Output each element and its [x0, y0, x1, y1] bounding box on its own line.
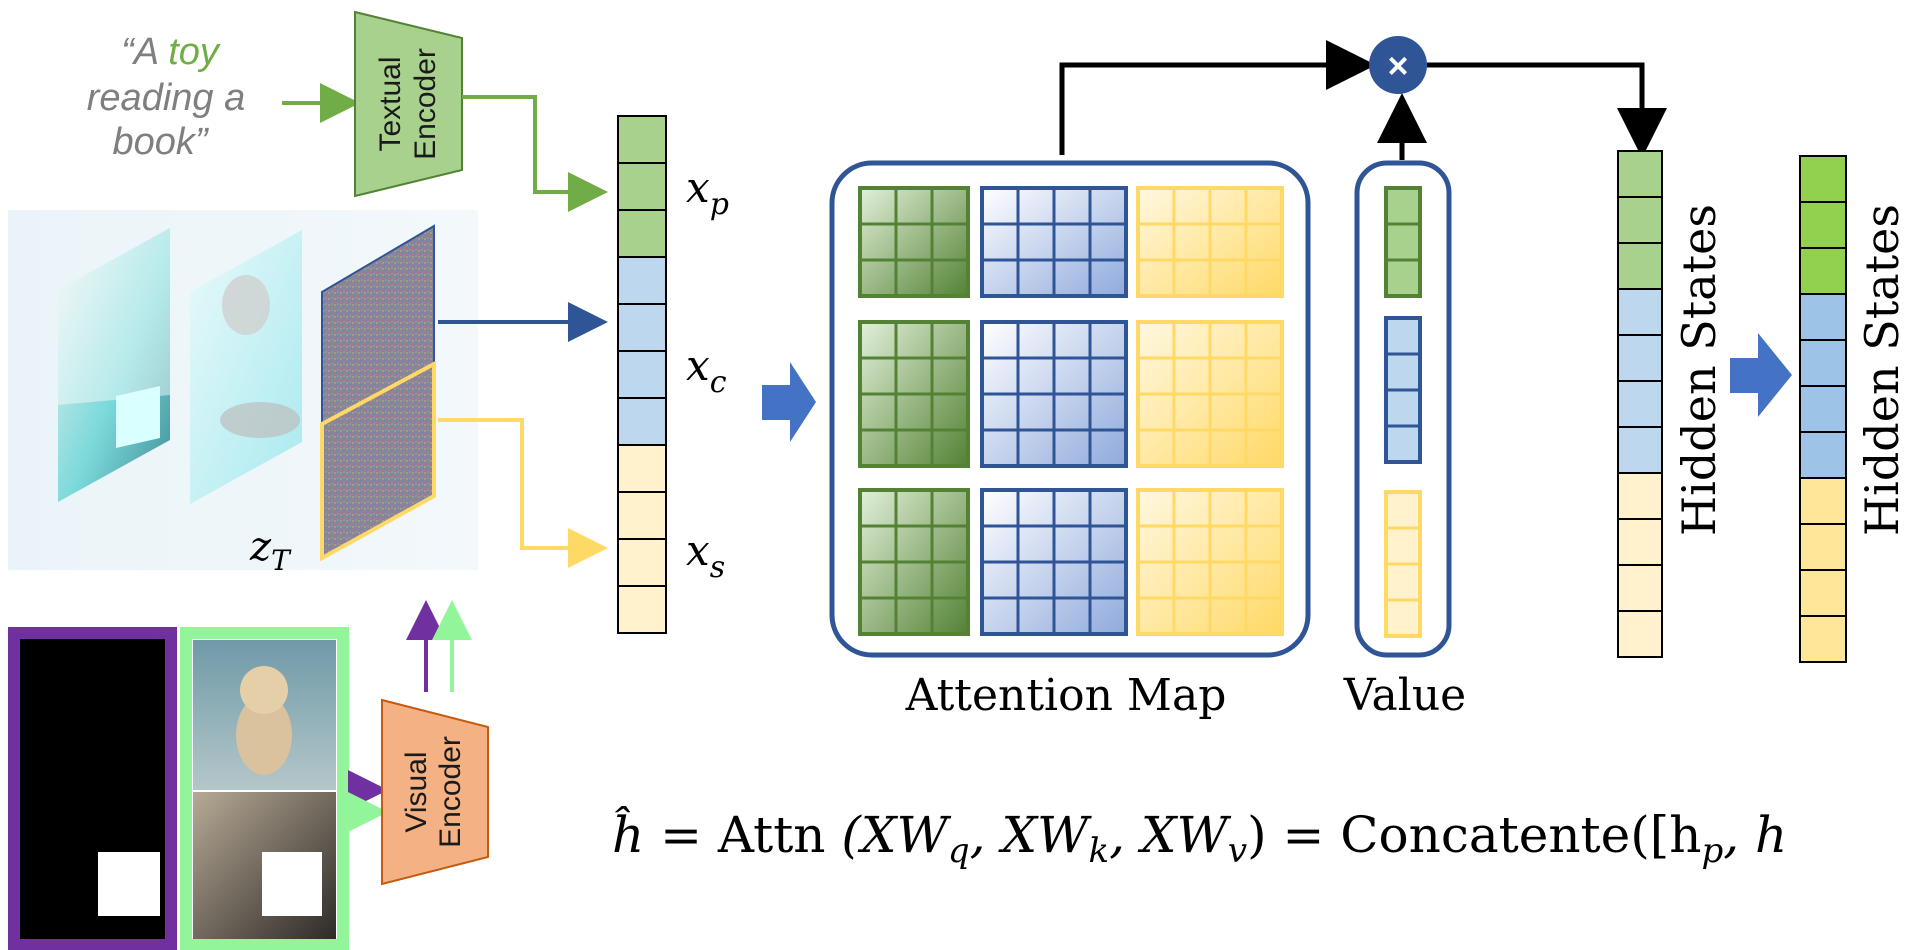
multiply-to-hidden-arrow	[1427, 62, 1667, 158]
token-stack	[617, 115, 667, 634]
hidden-state-out-cell	[1799, 201, 1847, 249]
eq-q: q	[948, 831, 970, 871]
prompt-highlight-word: toy	[168, 31, 221, 73]
svg-text:xp: xp	[686, 163, 729, 222]
hidden-state-out-cell	[1799, 615, 1847, 663]
hidden-state-out-cell	[1799, 247, 1847, 295]
attention-map-label: Attention Map	[905, 670, 1227, 721]
eq-p: p	[1701, 831, 1723, 871]
value-label: Value	[1343, 670, 1466, 721]
textual-encoder-label-2: Encoder	[409, 48, 442, 160]
eq-lhs: ĥ	[612, 805, 644, 864]
token-labels: xp xc xs	[686, 163, 729, 585]
svg-text:xs: xs	[686, 526, 725, 585]
token-cell	[617, 162, 667, 211]
hidden-state-cell	[1617, 518, 1663, 566]
hidden-state-cell	[1617, 150, 1663, 198]
hidden-state-out-cell	[1799, 155, 1847, 203]
token-cell	[617, 491, 667, 540]
eq-eq2: =	[1267, 806, 1341, 864]
eq-tail: , h	[1723, 806, 1787, 864]
equation: ĥ = Attn (XWq, XWk, XWv) = Concatente([h…	[612, 805, 1787, 871]
eq-concat: Concatente([h	[1340, 806, 1701, 864]
hidden-state-out-cell	[1799, 385, 1847, 433]
eq-k: k	[1088, 831, 1109, 871]
token-cell	[617, 256, 667, 305]
visual-encoder: Visual Encoder	[381, 698, 489, 886]
hidden-state-cell	[1617, 564, 1663, 612]
token-cell	[617, 444, 667, 493]
eq-mid2: , XW	[1109, 806, 1231, 864]
svg-text:zT: zT	[249, 524, 292, 577]
attention-block	[858, 186, 970, 298]
hidden-state-cell	[1617, 610, 1663, 658]
hidden-states-stack-1	[1617, 150, 1663, 658]
token-label-s-base: x	[686, 526, 710, 575]
hidden-state-cell	[1617, 472, 1663, 520]
visual-encoder-label-2: Encoder	[434, 736, 467, 848]
token-cell	[617, 538, 667, 587]
token-label-c-base: x	[686, 341, 710, 390]
token-cell	[617, 303, 667, 352]
prompt-line3: book”	[112, 121, 209, 163]
eq-mid1: , XW	[970, 806, 1092, 864]
svg-text:xc: xc	[686, 341, 727, 400]
token-cell	[617, 585, 667, 634]
visual-encoder-label-1: Visual	[400, 751, 433, 832]
hidden-state-cell	[1617, 242, 1663, 290]
hidden-states-stack-2	[1799, 155, 1847, 663]
hidden-state-cell	[1617, 288, 1663, 336]
token-cell	[617, 350, 667, 399]
token-label-p-sub: p	[710, 187, 729, 222]
prompt-line1-prefix: “A	[121, 31, 168, 73]
hidden-state-cell	[1617, 196, 1663, 244]
textual-encoder: Textual Encoder	[354, 10, 463, 198]
svg-text:“A toy: “A toy	[121, 31, 221, 73]
value-block	[1384, 186, 1422, 298]
hidden-state-cell	[1617, 380, 1663, 428]
eq-v: v	[1228, 831, 1247, 871]
eq-attn: Attn	[717, 806, 826, 864]
token-label-s-sub: s	[710, 550, 725, 585]
mask-white-box	[98, 852, 160, 916]
token-cell	[617, 115, 667, 164]
value-stack	[1384, 186, 1422, 638]
attention-map-grid	[858, 186, 1284, 636]
hidden-state-out-cell	[1799, 293, 1847, 341]
token-label-p-base: x	[686, 163, 710, 212]
latent-to-xs-arrow	[438, 418, 608, 568]
condition-inputs	[8, 627, 349, 950]
eq-close: )	[1247, 806, 1267, 864]
hidden-states-label-1: Hidden States	[1672, 204, 1726, 536]
hidden-state-out-cell	[1799, 477, 1847, 525]
to-attention-block-arrow	[762, 362, 816, 442]
eq-eq1: =	[644, 806, 718, 864]
token-label-c-sub: c	[710, 365, 727, 400]
hidden-state-out-cell	[1799, 339, 1847, 387]
token-cell	[617, 209, 667, 258]
multiply-node	[1369, 36, 1427, 94]
noise-panel-bottom	[320, 360, 436, 562]
latent-label-base: z	[249, 524, 272, 570]
mask-hole	[116, 386, 160, 448]
latent-label-sub: T	[271, 544, 292, 577]
attention-to-multiply-arrow	[1059, 40, 1376, 155]
hidden-state-cell	[1617, 426, 1663, 474]
token-cell	[617, 397, 667, 446]
hidden-states-transform-arrow	[1730, 333, 1792, 417]
hidden-state-out-cell	[1799, 523, 1847, 571]
hidden-states-label-2: Hidden States	[1855, 204, 1908, 536]
hidden-state-out-cell	[1799, 431, 1847, 479]
text-prompt: “A toy reading a book”	[87, 31, 245, 163]
encoder-to-xp-arrow	[462, 95, 608, 212]
multiply-icon: ×	[1387, 45, 1408, 86]
prompt-line2: reading a	[87, 77, 245, 119]
hidden-state-out-cell	[1799, 569, 1847, 617]
textual-encoder-label-1: Textual	[374, 56, 407, 151]
hidden-state-cell	[1617, 334, 1663, 382]
eq-args: (XW	[826, 806, 952, 864]
latent-panels: zT	[8, 210, 478, 577]
